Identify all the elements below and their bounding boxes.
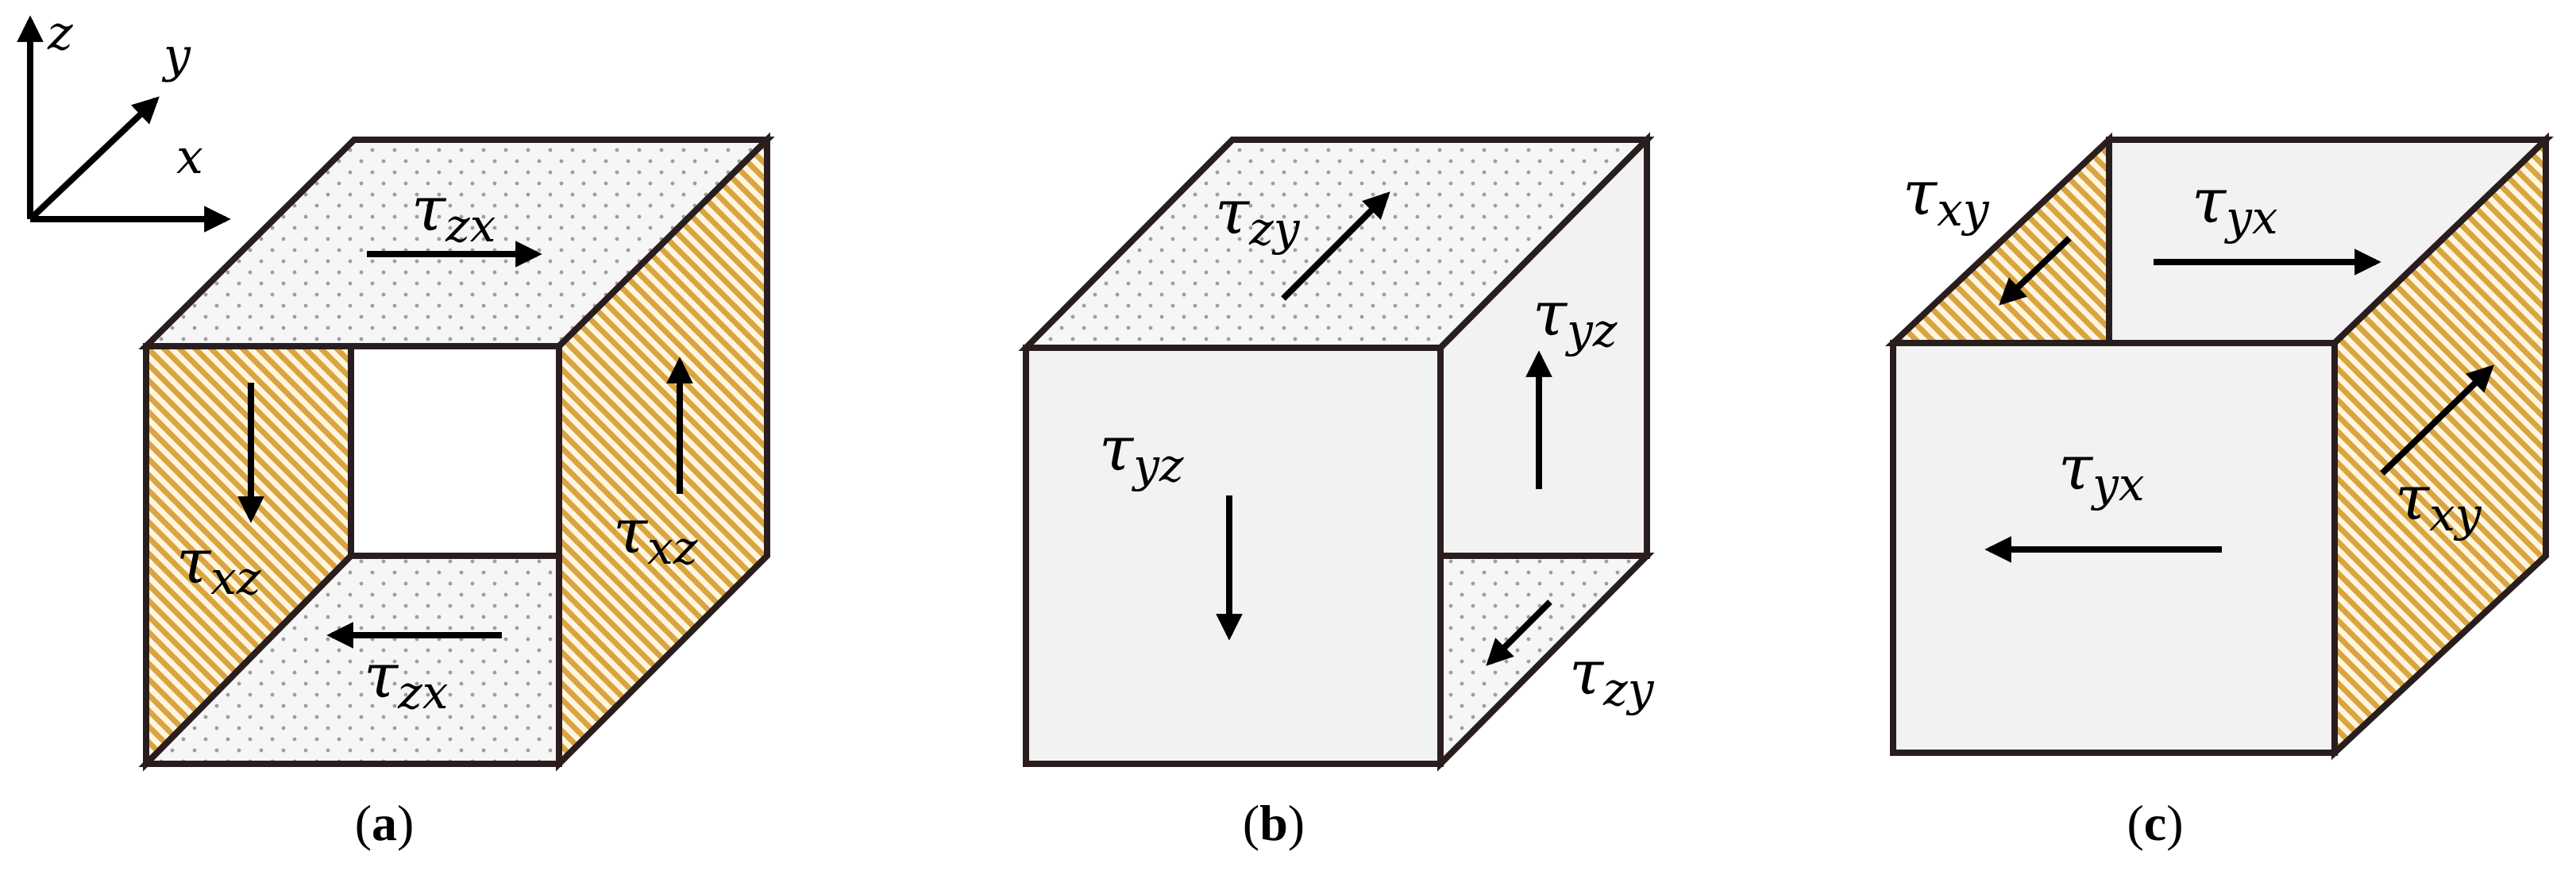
panel-c-label-right: τxy [2395, 463, 2482, 542]
x-axis-label: x [176, 129, 203, 185]
panel-b-bottom-arrow [1486, 599, 1552, 666]
panel-c-cube: τxy τyx τyx τxy (c) [1884, 132, 2554, 851]
panel-b-label-top: τzy [1215, 177, 1301, 256]
panel-b-cube: τzy τyz τyz τzy (b) [1018, 132, 1655, 851]
panel-b-top-arrow [1281, 191, 1390, 301]
panel-a-outline [143, 343, 562, 767]
y-axis-arrow [28, 96, 160, 222]
y-axis-label: y [161, 28, 191, 83]
panel-a-label-bottom: τzx [364, 641, 448, 719]
panel-b-caption: (b) [1243, 795, 1305, 851]
z-axis-label: z [47, 6, 73, 61]
panel-b-label-right: τyz [1533, 279, 1618, 357]
panel-a-label-right: τxz [613, 496, 698, 575]
panel-b-label-bottom: τzy [1569, 638, 1655, 716]
panel-b-bottom-right-face [1437, 553, 1655, 772]
coordinate-axes: z y x [17, 6, 231, 233]
panel-c-caption: (c) [2127, 795, 2183, 851]
panel-c-label-front: τyx [2058, 433, 2145, 511]
panel-c-left-arrow [1999, 236, 2072, 306]
panel-a-label-top: τzx [411, 174, 496, 252]
panel-c-label-back: τyx [2192, 166, 2278, 245]
panel-a-window [348, 343, 562, 559]
panel-c-right-arrow [2380, 364, 2494, 476]
panel-c-label-left: τxy [1903, 158, 1990, 237]
panel-a-caption: (a) [355, 795, 415, 851]
panel-b-front-face [1023, 345, 1444, 767]
panel-b-label-front: τyz [1099, 414, 1184, 492]
panel-a-label-left: τxz [176, 526, 261, 605]
panel-a-cube: τzx τxz τxz τzx (a) [138, 132, 775, 851]
